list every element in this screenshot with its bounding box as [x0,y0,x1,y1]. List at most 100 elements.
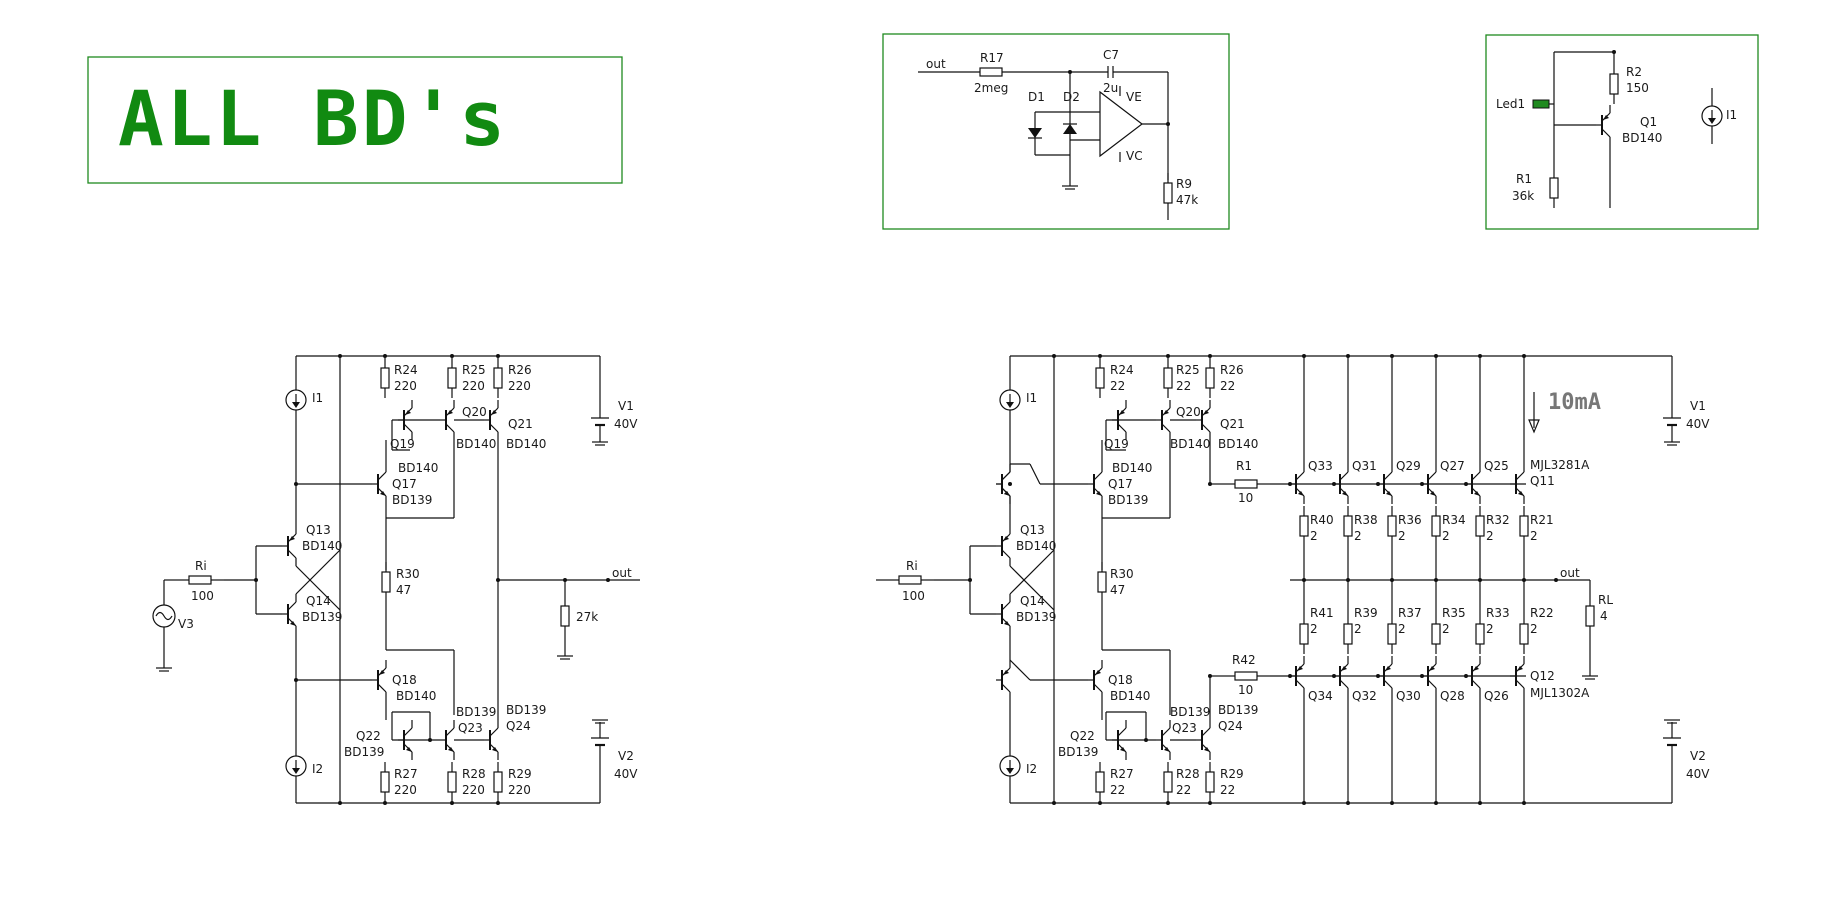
right-q21: Q21 [1220,417,1245,431]
left-q17: Q17 [392,477,417,491]
integrator-inset [882,33,1230,230]
right-r26v: 22 [1220,379,1235,393]
left-v2: V2 [618,749,634,763]
left-r28v: 220 [462,783,485,797]
right-v1v: 40V [1686,417,1710,431]
output-top-transistor-label: Q29 [1396,459,1421,473]
left-q22v: BD139 [344,745,384,759]
right-r1: R1 [1236,459,1252,473]
right-q24: Q24 [1218,719,1243,733]
output-bottom-transistor-label: Q30 [1396,689,1421,703]
output-bottom-transistor-label: Q32 [1352,689,1377,703]
left-q20: Q20 [462,405,487,419]
right-r42: R42 [1232,653,1256,667]
left-r28: R28 [462,767,486,781]
output-bottom-resistor-value: 2 [1530,622,1538,636]
output-top-resistor-value: 2 [1310,529,1318,543]
left-q24v: BD139 [506,703,546,717]
r2-value: 150 [1626,81,1649,95]
led1-label: Led1 [1496,97,1525,111]
left-r24: R24 [394,363,418,377]
r9-label: R9 [1176,177,1192,191]
r1-value: 36k [1512,189,1534,203]
left-q21v: BD140 [506,437,546,451]
output-bottom-resistor-label: R33 [1486,606,1510,620]
left-v1: V1 [618,399,634,413]
left-q14: Q14 [306,594,331,608]
right-q20: Q20 [1176,405,1201,419]
right-r30: R30 [1110,567,1134,581]
right-q13: Q13 [1020,523,1045,537]
left-v1v: 40V [614,417,638,431]
output-top-resistor-value: 2 [1530,529,1538,543]
right-q24v: BD139 [1218,703,1258,717]
left-r26: R26 [508,363,532,377]
left-i2: I2 [312,762,323,776]
output-bottom-resistor-value: 2 [1442,622,1450,636]
left-r26v: 220 [508,379,531,393]
right-r24: R24 [1110,363,1134,377]
emitter-resistor [1431,505,1441,547]
c7-label: C7 [1103,48,1119,62]
left-q17v: BD139 [392,493,432,507]
right-r42v: 10 [1238,683,1253,697]
output-top-resistor-label: R38 [1354,513,1378,527]
r17-label: R17 [980,51,1004,65]
emitter-resistor [1519,505,1529,547]
right-i1: I1 [1026,391,1037,405]
right-r25: R25 [1176,363,1200,377]
right-q11: Q11 [1530,474,1555,488]
left-q18: Q18 [392,673,417,687]
output-top-resistor-label: R21 [1530,513,1554,527]
left-rl: 27k [576,610,598,624]
output-top-resistor-label: R36 [1398,513,1422,527]
output-top-resistor-value: 2 [1486,529,1494,543]
output-top-resistor-label: R40 [1310,513,1334,527]
led-inset [1485,34,1759,230]
left-r24v: 220 [394,379,417,393]
left-q24: Q24 [506,719,531,733]
q1-label: Q1 [1640,115,1657,129]
left-q21: Q21 [508,417,533,431]
right-r27v: 22 [1110,783,1125,797]
right-r25v: 22 [1176,379,1191,393]
left-r30v: 47 [396,583,411,597]
right-r29v: 22 [1220,783,1235,797]
output-bottom-transistor-label: Q26 [1484,689,1509,703]
output-top-resistor-label: R34 [1442,513,1466,527]
left-r27v: 220 [394,783,417,797]
right-q18: Q18 [1108,673,1133,687]
right-q23: Q23 [1172,721,1197,735]
left-riv: 100 [191,589,214,603]
left-amplifier [152,354,640,805]
r1-label: R1 [1516,172,1532,186]
right-q13v: BD140 [1016,539,1056,553]
i1-label: I1 [1726,108,1737,122]
left-r27: R27 [394,767,418,781]
right-i2: I2 [1026,762,1037,776]
output-stage: Q33Q34R402R412Q31Q32R382R392Q29Q30R362R3… [1288,354,1554,805]
emitter-resistor [1343,505,1353,547]
right-r24v: 22 [1110,379,1125,393]
left-q13: Q13 [306,523,331,537]
left-q19: Q19 [390,437,415,451]
vc-label: VC [1126,149,1143,163]
emitter-resistor [1343,613,1353,655]
output-bottom-resistor-value: 2 [1398,622,1406,636]
left-q20v: BD140 [456,437,496,451]
output-bottom-resistor-label: R22 [1530,606,1554,620]
right-q12: Q12 [1530,669,1555,683]
left-r29: R29 [508,767,532,781]
output-bottom-resistor-value: 2 [1354,622,1362,636]
right-v1: V1 [1690,399,1706,413]
output-bottom-transistor-label: Q34 [1308,689,1333,703]
right-q17: Q17 [1108,477,1133,491]
right-riv: 100 [902,589,925,603]
right-q14: Q14 [1020,594,1045,608]
right-q11v: MJL3281A [1530,458,1590,472]
left-q18v: BD140 [396,689,436,703]
output-top-resistor-label: R32 [1486,513,1510,527]
right-ri: Ri [906,559,918,573]
left-q14v: BD139 [302,610,342,624]
output-top-transistor-label: Q25 [1484,459,1509,473]
